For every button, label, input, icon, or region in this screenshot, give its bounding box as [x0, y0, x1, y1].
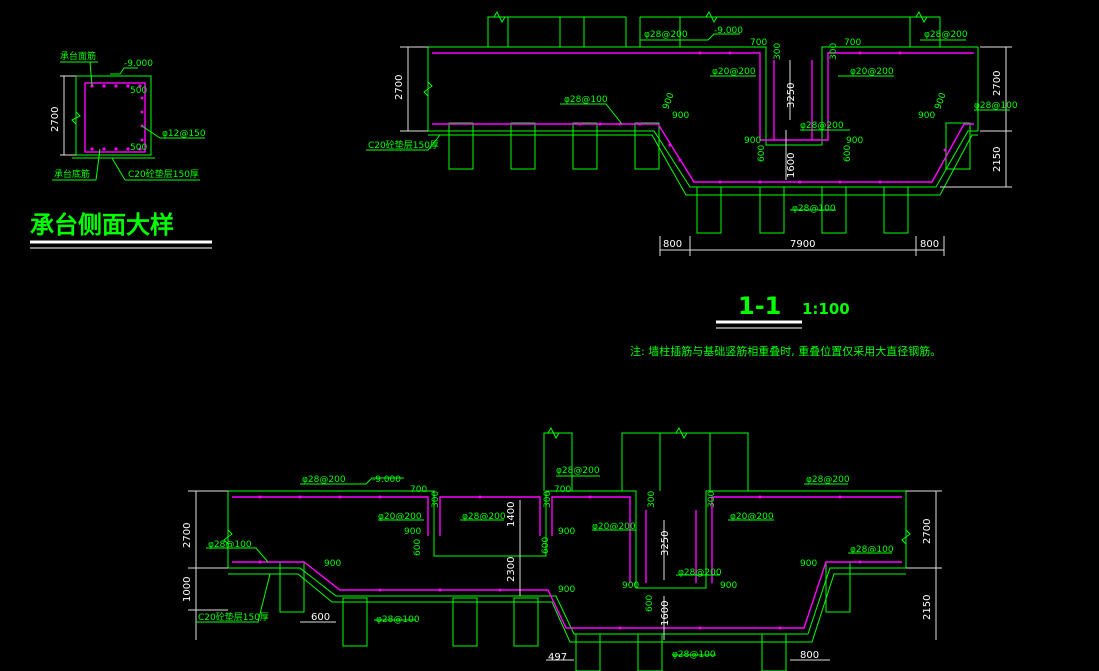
s1-top-bar-right: φ28@200	[924, 30, 968, 40]
s2-dim-900d: 900	[558, 585, 575, 595]
s2-dim-300d: 300	[647, 491, 657, 508]
s1-dim-900f: 900	[933, 91, 948, 111]
s2-dim-3250: 3250	[660, 531, 671, 556]
s2-dim-900c: 900	[324, 559, 341, 569]
section-1-drawing: 2700 2700 2150 800 7900 800 3250 1600 70…	[366, 10, 1018, 358]
s2-dim-900a: 900	[404, 527, 421, 537]
section-2-dimensions	[188, 490, 942, 661]
s2-dim-900b: 900	[558, 527, 575, 537]
s1-dim-700a: 700	[750, 38, 767, 48]
s2-dim-w800: 800	[800, 650, 819, 661]
s2-lower-right: φ28@100	[850, 545, 894, 555]
detail-top-bar-label: 承台面筋	[60, 50, 96, 62]
s2-dim-700a: 700	[410, 485, 427, 495]
s1-dim-900b: 900	[661, 91, 676, 111]
section-2-rebar	[232, 495, 902, 630]
s2-dim-900g: 900	[800, 559, 817, 569]
s2-dim-w497: 497	[548, 652, 567, 663]
s1-dim-3250: 3250	[786, 83, 797, 108]
s1-dim-900a: 900	[672, 111, 689, 121]
s1-dim-900c: 900	[744, 136, 761, 146]
s1-dim-600b: 600	[843, 145, 853, 162]
s1-top-bar-left: φ28@200	[644, 30, 688, 40]
s1-dim-w7900: 7900	[790, 239, 815, 250]
detail-side-bar-label: φ12@150	[162, 129, 206, 139]
s2-dim-h2700-right: 2700	[922, 519, 933, 544]
s2-dim-900e: 900	[622, 581, 639, 591]
detail-cover-top: 500	[130, 86, 147, 96]
s1-dim-w800-left: 800	[663, 239, 682, 250]
s1-cushion-label: C20砼垫层150厚	[368, 139, 439, 151]
s1-mid-bar: φ20@200	[712, 67, 756, 77]
s2-mid-bar-c: φ20@200	[592, 522, 636, 532]
detail-bottom-bar-label: 承台底筋	[54, 168, 90, 180]
detail-elevation-mark	[110, 67, 138, 75]
s2-pit-bar: φ28@200	[678, 568, 722, 578]
s1-mid-bar-right: φ20@200	[850, 67, 894, 77]
detail-cover-bottom: 500	[130, 143, 147, 153]
s2-dim-600c: 600	[645, 595, 655, 612]
s2-dim-1600: 1600	[660, 601, 671, 626]
s1-elevation: -9.000	[714, 26, 743, 36]
s2-dim-h2150-right: 2150	[922, 595, 933, 620]
s2-dim-600b: 600	[541, 537, 551, 554]
s2-top-bar-right: φ28@200	[806, 475, 850, 485]
section-2-drawing: 2700 1000 2700 2150 1400 2300 3250 1600 …	[182, 426, 942, 671]
s2-mid-bar-d: φ20@200	[730, 512, 774, 522]
section-2-raft-outline	[223, 490, 911, 671]
detail-drawing: 2700 -9.000 承台面筋 500 500 φ12@150 承台底筋 C2…	[30, 50, 212, 249]
s2-lower-mid: φ28@100	[376, 615, 420, 625]
section-1-walls	[487, 10, 941, 47]
s1-title: 1-1	[738, 292, 781, 320]
detail-rebar-cage	[84, 82, 146, 153]
s1-dim-900e: 900	[918, 111, 935, 121]
section-2-walls	[543, 426, 749, 491]
s2-dim-1400: 1400	[506, 502, 517, 527]
section-1-rebar	[432, 51, 974, 184]
s1-dim-w800-right: 800	[920, 239, 939, 250]
s2-dim-300a: 300	[431, 491, 441, 508]
s1-dim-h2700-right: 2700	[992, 71, 1003, 96]
s2-mid-bar-b: φ28@200	[462, 512, 506, 522]
s2-elevation: -9.000	[372, 475, 401, 485]
detail-title: 承台侧面大样	[30, 211, 174, 239]
s2-dim-w600: 600	[311, 612, 330, 623]
s2-dim-700b: 700	[554, 485, 571, 495]
s1-dim-700b: 700	[844, 38, 861, 48]
s1-scale: 1:100	[802, 300, 850, 318]
detail-cushion-label: C20砼垫层150厚	[128, 168, 199, 180]
s2-cushion-label: C20砼垫层150厚	[198, 611, 269, 623]
detail-height-text: 2700	[50, 107, 61, 132]
s2-top-bar-left: φ28@200	[302, 475, 346, 485]
s2-dim-300b: 300	[543, 491, 553, 508]
s1-dim-1600: 1600	[786, 153, 797, 178]
section-1-raft-outline	[423, 46, 979, 234]
s2-pit-bottom-bar: φ28@100	[672, 650, 716, 660]
s2-lower-left: φ28@100	[208, 540, 252, 550]
s1-lower-bar-right: φ28@100	[974, 101, 1018, 111]
s2-dim-2300: 2300	[506, 557, 517, 582]
s2-top-bar-mid: φ28@200	[556, 466, 600, 476]
s2-dim-300c: 300	[707, 491, 717, 508]
s2-dim-h2700-left: 2700	[182, 523, 193, 548]
s1-dim-300a: 300	[773, 43, 783, 60]
s2-dim-h1000-left: 1000	[182, 577, 193, 602]
s1-dim-900d: 900	[846, 136, 863, 146]
s2-dim-600a: 600	[413, 539, 423, 556]
s1-dim-h2150: 2150	[992, 147, 1003, 172]
s1-dim-600a: 600	[757, 145, 767, 162]
detail-break-line	[71, 111, 81, 125]
s1-note: 注: 墙柱插筋与基础竖筋相重叠时, 重叠位置仅采用大直径钢筋。	[630, 344, 941, 358]
s1-lower-bar: φ28@100	[564, 95, 608, 105]
s1-pit-bar: φ28@200	[800, 121, 844, 131]
detail-elevation-text: -9.000	[124, 59, 153, 69]
detail-outline	[75, 75, 152, 156]
s1-dim-300b: 300	[829, 43, 839, 60]
section-1-dimensions	[400, 46, 1012, 256]
s2-mid-bar-a: φ20@200	[378, 512, 422, 522]
s1-pit-bottom-bar: φ28@100	[792, 204, 836, 214]
s2-dim-900f: 900	[720, 581, 737, 591]
s1-dim-h2700-left: 2700	[394, 75, 405, 100]
